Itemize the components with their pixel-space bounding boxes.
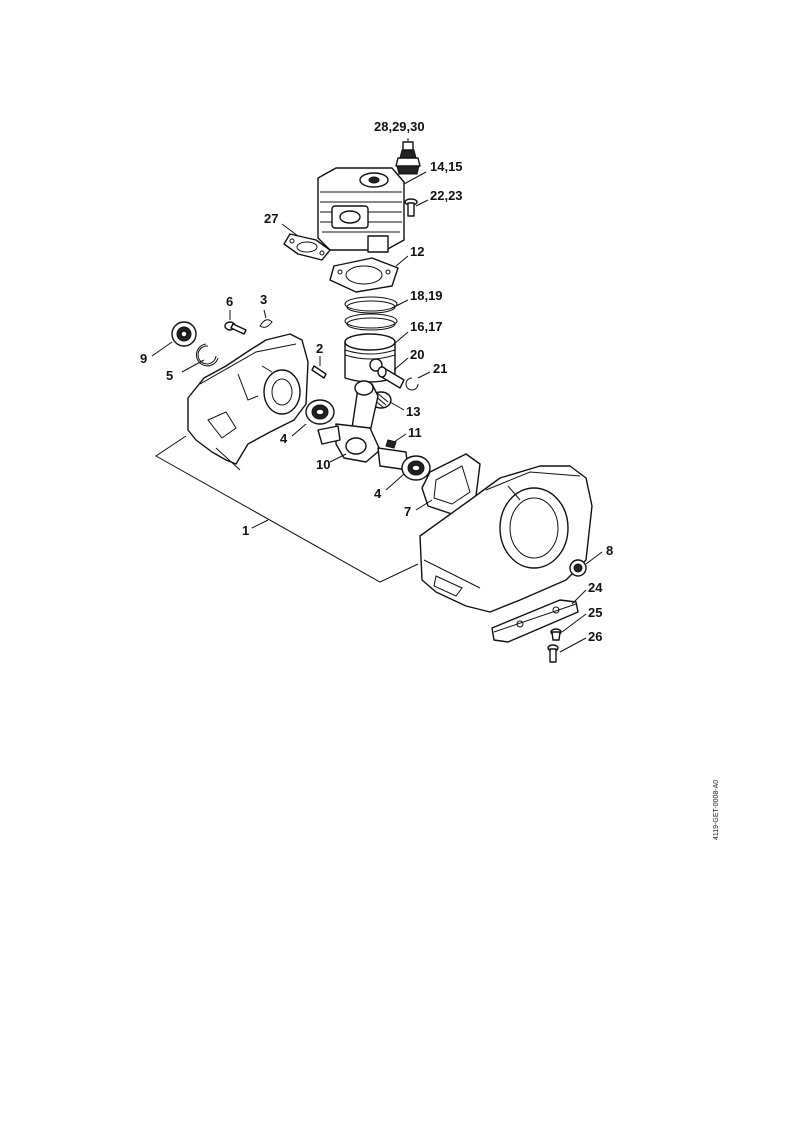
callout-4-left: 4: [280, 431, 288, 446]
spark-plug-part: [395, 141, 421, 175]
callout-18-19: 18,19: [410, 288, 443, 303]
oil-seal-part: [171, 321, 197, 347]
callout-8: 8: [606, 543, 613, 558]
circlip-5-part: [195, 343, 219, 367]
crankcase-assembly-bracket: [155, 435, 419, 583]
callout-14-15: 14,15: [430, 159, 463, 174]
ball-bearing-left-part: [305, 399, 335, 425]
callout-4-right: 4: [374, 486, 382, 501]
callout-9: 9: [140, 351, 147, 366]
piston-pin-part: [377, 366, 405, 389]
callout-25: 25: [588, 605, 602, 620]
callout-22-23: 22,23: [430, 188, 463, 203]
pin-part-3: [259, 319, 273, 328]
piston-rings-part: [344, 296, 398, 331]
callout-11: 11: [408, 425, 422, 440]
callout-10: 10: [316, 457, 330, 472]
callout-labels: 28,29,30 14,15 22,23 27 12 18,19 16,17 6…: [140, 119, 613, 644]
gasket-27-part: [283, 233, 331, 261]
support-bar-part: [491, 599, 579, 643]
cylinder-gasket-part: [329, 257, 399, 293]
callout-16-17: 16,17: [410, 319, 443, 334]
callout-27: 27: [264, 211, 278, 226]
crankcase-right-half-part: [419, 465, 593, 613]
callout-5: 5: [166, 368, 173, 383]
callout-12: 12: [410, 244, 424, 259]
callout-20: 20: [410, 347, 424, 362]
callout-24: 24: [588, 580, 603, 595]
screw-part-6: [224, 321, 247, 335]
screw-part-22: [404, 198, 418, 217]
key-part: [385, 439, 397, 449]
crankshaft-part: [317, 380, 409, 471]
callout-2: 2: [316, 341, 323, 356]
circlip-21-part: [405, 377, 419, 391]
callout-6: 6: [226, 294, 233, 309]
callout-7: 7: [404, 504, 411, 519]
document-code: 4119-GET-0008-A0: [713, 780, 720, 840]
callout-26: 26: [588, 629, 602, 644]
ball-bearing-right-part: [401, 455, 431, 481]
callout-21: 21: [433, 361, 447, 376]
oil-seal-8-part: [569, 559, 587, 577]
cylinder-part: [317, 167, 405, 253]
crankcase-left-half-part: [187, 333, 309, 471]
leader-lines: [151, 138, 603, 653]
dowel-pin-part: [311, 365, 327, 379]
callout-3: 3: [260, 292, 267, 307]
callout-28-29-30: 28,29,30: [374, 119, 425, 134]
callout-1: 1: [242, 523, 249, 538]
sleeve-part: [550, 628, 562, 641]
screw-part-26: [547, 644, 559, 663]
callout-13: 13: [406, 404, 420, 419]
